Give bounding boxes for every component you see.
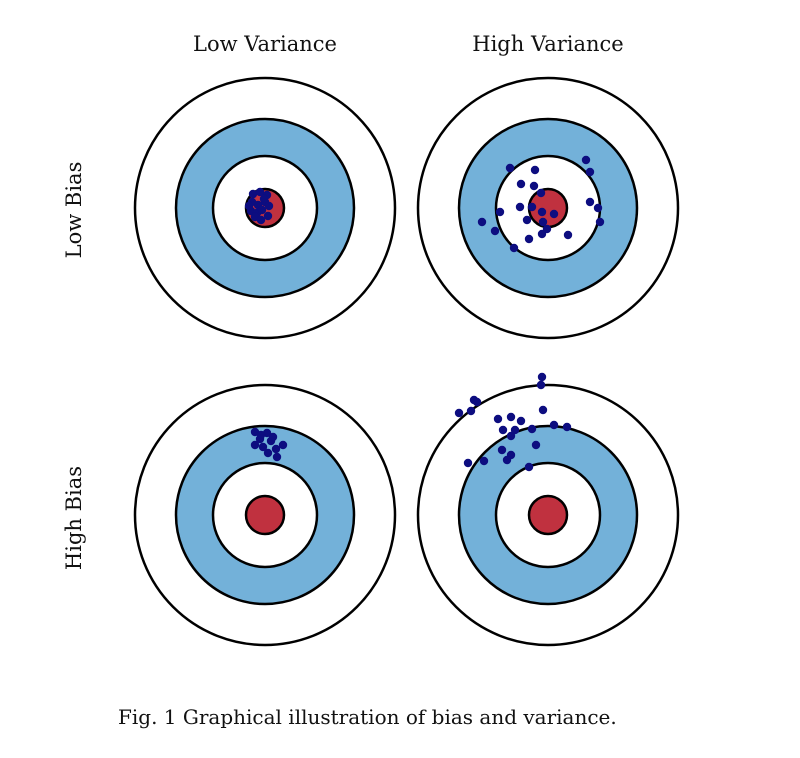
shot-dot: [466, 406, 476, 416]
shot-dot: [259, 194, 269, 204]
shot-dot: [463, 458, 473, 468]
shot-dot: [495, 207, 505, 217]
shot-dot: [244, 201, 254, 211]
shot-dot: [537, 372, 547, 382]
shot-dot: [542, 224, 552, 234]
targets-diagram: [133, 76, 680, 647]
shot-dot: [505, 163, 515, 173]
shot-dot: [536, 188, 546, 198]
shot-dot: [585, 167, 595, 177]
figure-caption: Fig. 1 Graphical illustration of bias an…: [118, 705, 617, 729]
shot-dot: [516, 416, 526, 426]
shot-dot: [515, 202, 525, 212]
shot-dot: [454, 408, 464, 418]
shot-dot: [264, 201, 274, 211]
shot-dot: [258, 442, 268, 452]
target-high-bias-high-variance: [416, 372, 680, 647]
shot-dot: [506, 431, 516, 441]
shot-dot: [509, 243, 519, 253]
shot-dot: [563, 230, 573, 240]
shot-dot: [593, 203, 603, 213]
column-label-high-variance: High Variance: [472, 32, 624, 56]
shot-dot: [248, 189, 258, 199]
shot-dot: [257, 205, 267, 215]
target-low-bias-low-variance: [133, 76, 397, 340]
shot-dot: [479, 456, 489, 466]
shot-dot: [497, 445, 507, 455]
shot-dot: [527, 424, 537, 434]
shot-dot: [524, 234, 534, 244]
shot-dot: [549, 420, 559, 430]
shot-dot: [263, 211, 273, 221]
shot-dot: [490, 226, 500, 236]
shot-dot: [585, 197, 595, 207]
target-high-bias-low-variance: [133, 383, 397, 647]
shot-dot: [250, 440, 260, 450]
bullseye: [527, 494, 569, 536]
target-low-bias-high-variance: [416, 76, 680, 340]
shot-dot: [506, 412, 516, 422]
shot-dot: [271, 444, 281, 454]
shot-dot: [510, 425, 520, 435]
shot-dot: [498, 425, 508, 435]
shot-dot: [516, 179, 526, 189]
shot-dot: [263, 448, 273, 458]
shot-dot: [538, 217, 548, 227]
shot-dot: [524, 462, 534, 472]
shot-dot: [278, 440, 288, 450]
shot-dot: [255, 187, 265, 197]
shot-dot: [549, 209, 559, 219]
shot-dot: [493, 414, 503, 424]
shot-dot: [527, 202, 537, 212]
shot-dot: [562, 422, 572, 432]
shot-dot: [595, 217, 605, 227]
shot-dot: [268, 432, 278, 442]
shot-dot: [522, 215, 532, 225]
shot-dot: [536, 380, 546, 390]
shot-dot: [256, 215, 266, 225]
column-label-low-variance: Low Variance: [193, 32, 337, 56]
shot-dot: [256, 430, 266, 440]
shot-dot: [530, 165, 540, 175]
bullseye: [244, 494, 286, 536]
shot-dot: [472, 397, 482, 407]
shot-dot: [529, 181, 539, 191]
shot-dot: [581, 155, 591, 165]
shot-dot: [502, 455, 512, 465]
shot-dot: [537, 207, 547, 217]
shot-dot: [477, 217, 487, 227]
shot-dot: [531, 440, 541, 450]
shot-dot: [538, 405, 548, 415]
shot-dot: [272, 452, 282, 462]
